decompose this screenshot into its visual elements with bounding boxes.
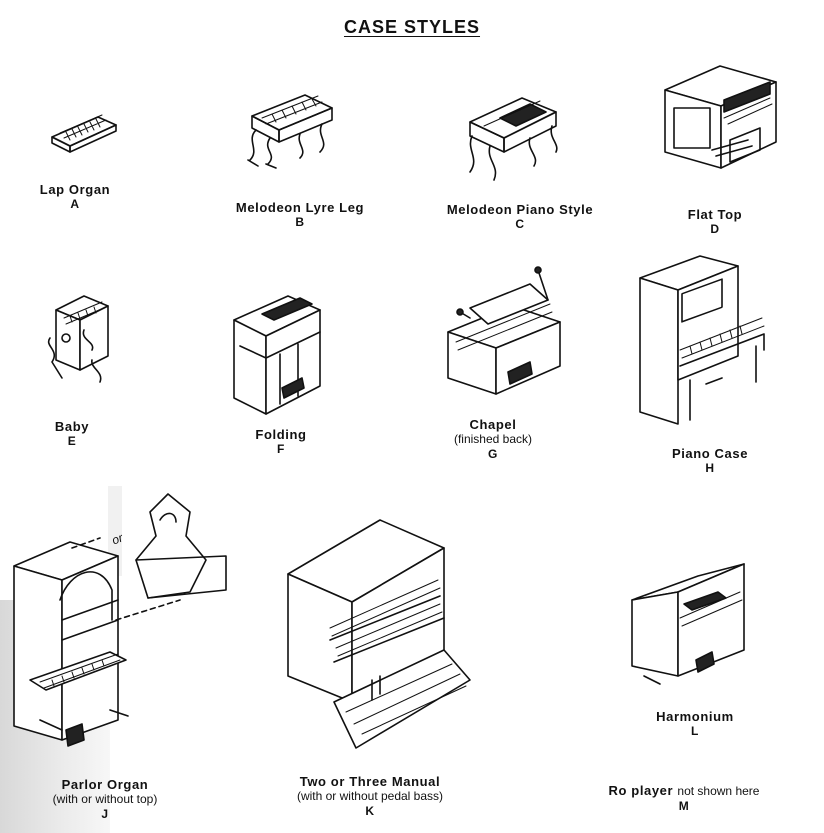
caption-parlor-organ: Parlor Organ (with or without top) J — [52, 777, 158, 821]
melodeon-piano-style-illustration — [469, 97, 558, 181]
caption-harmonium: Harmonium L — [656, 709, 734, 738]
caption-roll-player: Ro player not shown here M — [608, 783, 760, 813]
caption-melodeon-lyre-leg: Melodeon Lyre Leg B — [235, 200, 365, 229]
flat-top-illustration — [664, 65, 777, 169]
baby-organ-illustration — [47, 295, 109, 383]
caption-two-or-three-manual: Two or Three Manual (with or without ped… — [296, 774, 444, 818]
page-title: CASE STYLES — [343, 17, 481, 37]
chapel-organ-illustration — [447, 266, 561, 395]
lap-organ-illustration — [51, 114, 117, 153]
piano-case-illustration — [639, 255, 765, 425]
caption-baby: Baby E — [54, 419, 90, 448]
caption-chapel: Chapel (finished back) G — [453, 417, 533, 461]
two-or-three-manual-illustration — [287, 519, 471, 749]
melodeon-lyre-leg-illustration — [247, 94, 333, 169]
caption-piano-case: Piano Case H — [671, 446, 749, 475]
caption-lap-organ: Lap Organ A — [39, 182, 111, 211]
caption-flat-top: Flat Top D — [687, 207, 743, 236]
parlor-organ-illustration — [13, 493, 227, 747]
folding-organ-illustration — [233, 295, 321, 415]
harmonium-illustration — [631, 563, 745, 685]
caption-folding: Folding F — [255, 427, 307, 456]
caption-melodeon-piano-style: Melodeon Piano Style C — [446, 202, 594, 231]
